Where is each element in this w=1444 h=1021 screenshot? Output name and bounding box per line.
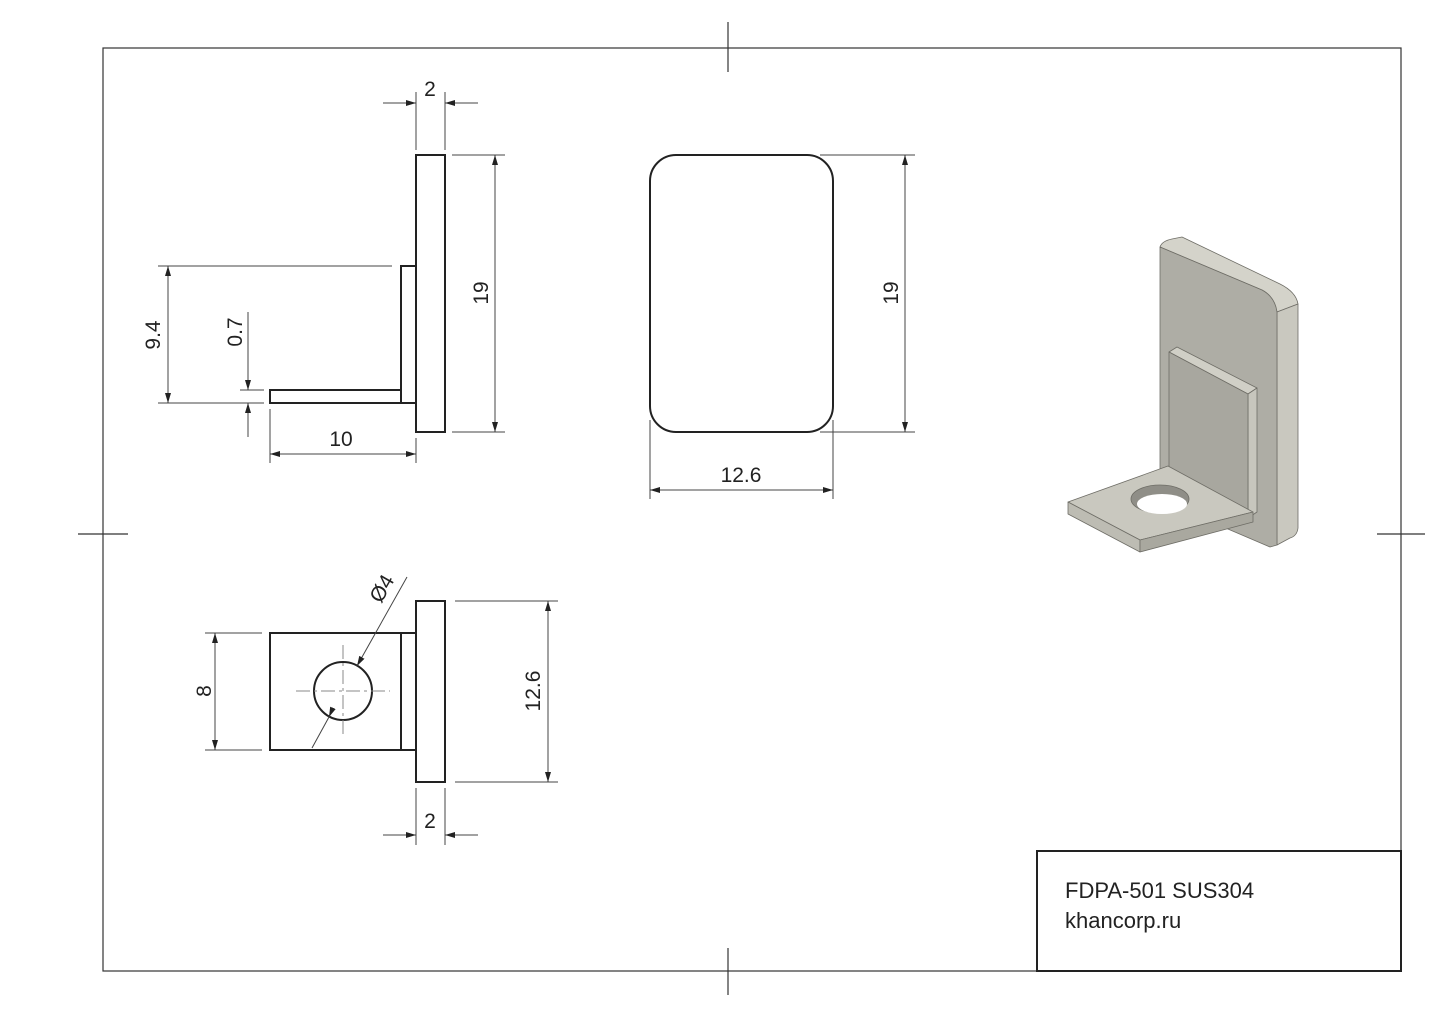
- dim-thickness-bottom: 2: [424, 810, 436, 833]
- dim-leg-length: 10: [329, 428, 352, 451]
- dim-flange-height: 9.4: [142, 320, 165, 350]
- center-marks: [78, 22, 1425, 995]
- front-view: 19 12.6: [649, 154, 915, 499]
- dim-thickness-top: 2: [424, 78, 436, 101]
- dim-height: 19: [470, 281, 493, 304]
- dim-leg-thickness: 0.7: [224, 317, 247, 346]
- company-website: khancorp.ru: [1065, 908, 1181, 933]
- isometric-3d-view: [1067, 236, 1299, 553]
- dim-plate-width: 12.6: [522, 671, 545, 712]
- title-block: FDPA-501 SUS304 khancorp.ru: [1036, 850, 1402, 972]
- bottom-view: Ø4 8 12.6 2: [193, 571, 558, 845]
- dim-front-height: 19: [880, 281, 903, 304]
- side-view: 2 19 9.4 0.7 10: [142, 78, 505, 463]
- part-number-material: FDPA-501 SUS304: [1065, 878, 1254, 903]
- dim-hole-diameter: Ø4: [365, 571, 399, 607]
- sheet-border: [102, 47, 1402, 972]
- dim-front-width: 12.6: [721, 464, 762, 487]
- dim-tab-width: 8: [193, 685, 216, 697]
